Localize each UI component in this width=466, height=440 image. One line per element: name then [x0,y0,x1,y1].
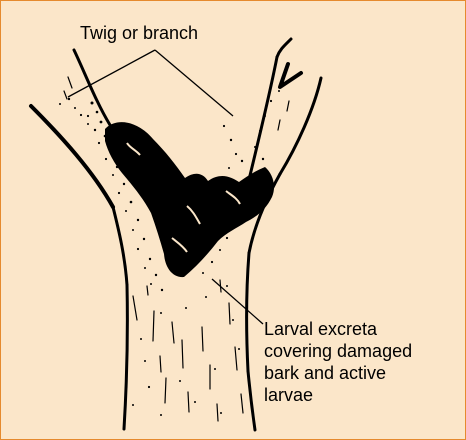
excreta-label: Larval excreta covering damaged bark and… [264,318,412,406]
twig-label: Twig or branch [80,22,198,44]
excreta-line-3: bark and active [264,362,412,384]
excreta-line-1: Larval excreta [264,318,412,340]
excreta-line-2: covering damaged [264,340,412,362]
excreta-line-4: larvae [264,384,412,406]
